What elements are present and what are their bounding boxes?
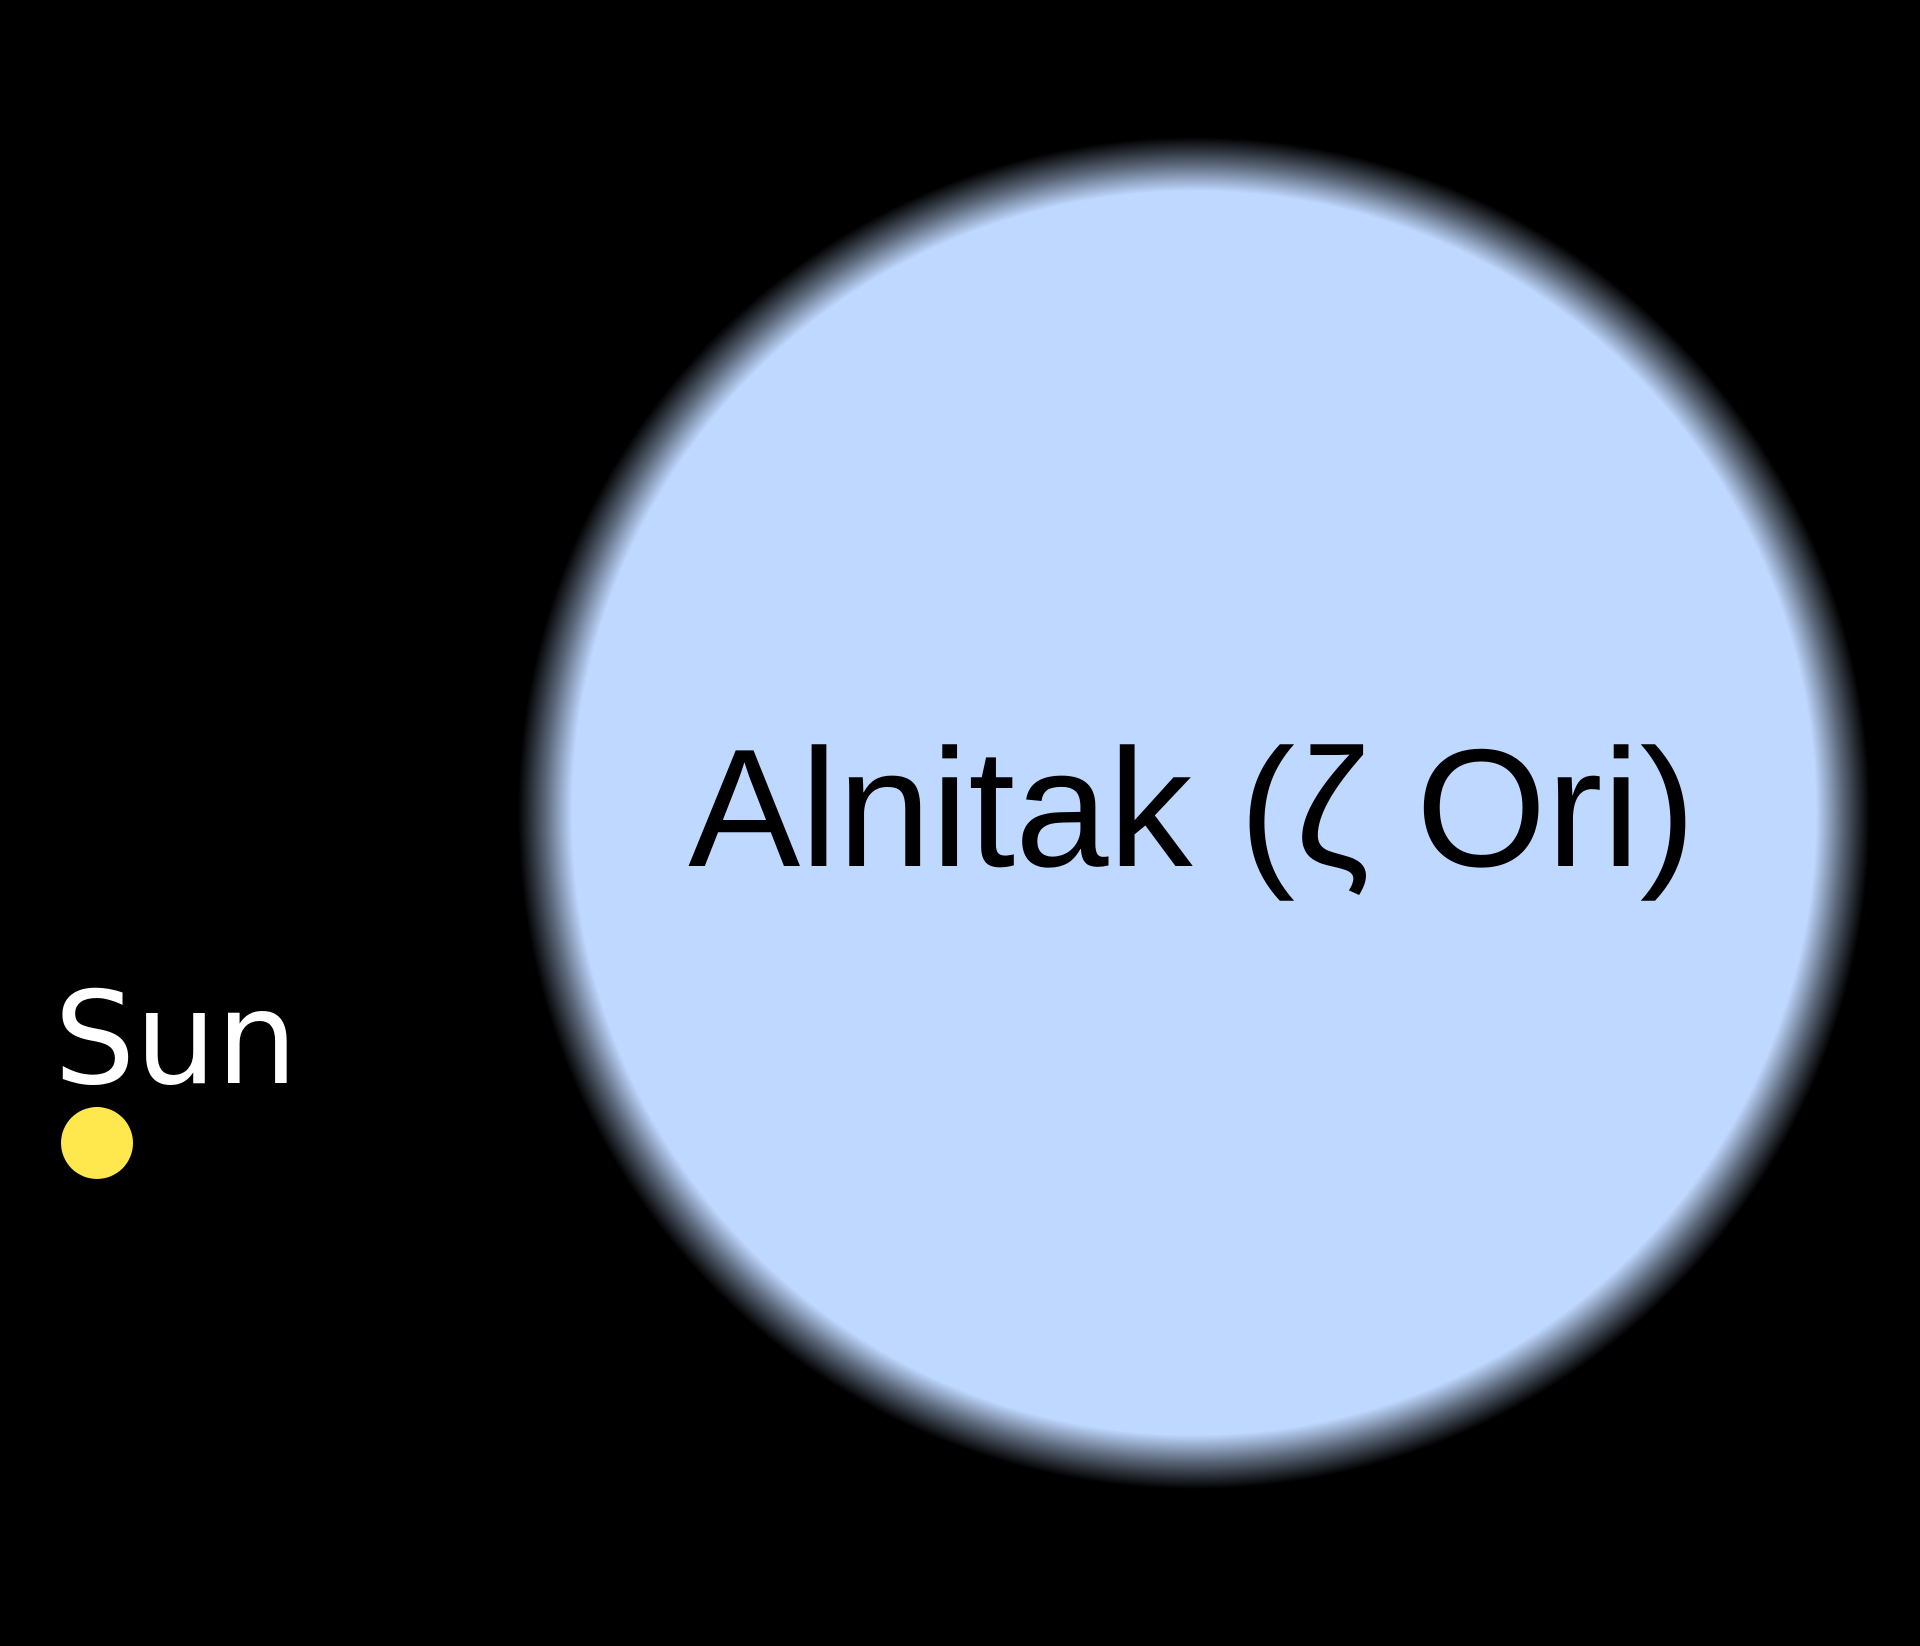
sun-label: Sun <box>54 965 298 1114</box>
alnitak-disc <box>518 137 1870 1489</box>
sun-disc <box>61 1107 133 1179</box>
alnitak-label: Alnitak (ζ Ori) <box>688 714 1696 902</box>
